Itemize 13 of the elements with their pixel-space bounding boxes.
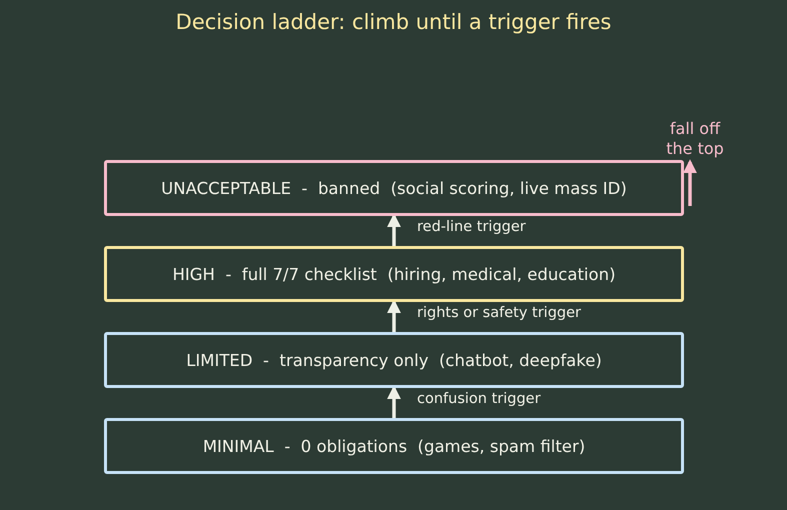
tier-box: UNACCEPTABLE - banned (social scoring, live mass ID)	[104, 160, 684, 216]
arrow	[387, 385, 401, 418]
arrow	[387, 213, 401, 246]
diagram-title: Decision ladder: climb until a trigger fires	[174, 10, 612, 34]
note-text: fall off the top	[657, 118, 733, 160]
arrow	[683, 159, 697, 206]
edge-label: confusion trigger	[415, 391, 543, 407]
tier-box: LIMITED - transparency only (chatbot, deepfake)	[104, 332, 684, 388]
arrow	[387, 299, 401, 332]
edge-label: rights or safety trigger	[415, 305, 583, 321]
tier-box: HIGH - full 7/7 checklist (hiring, medical, education)	[104, 246, 684, 302]
edge-label: red-line trigger	[415, 219, 528, 235]
tier-box: MINIMAL - 0 obligations (games, spam filter)	[104, 418, 684, 474]
